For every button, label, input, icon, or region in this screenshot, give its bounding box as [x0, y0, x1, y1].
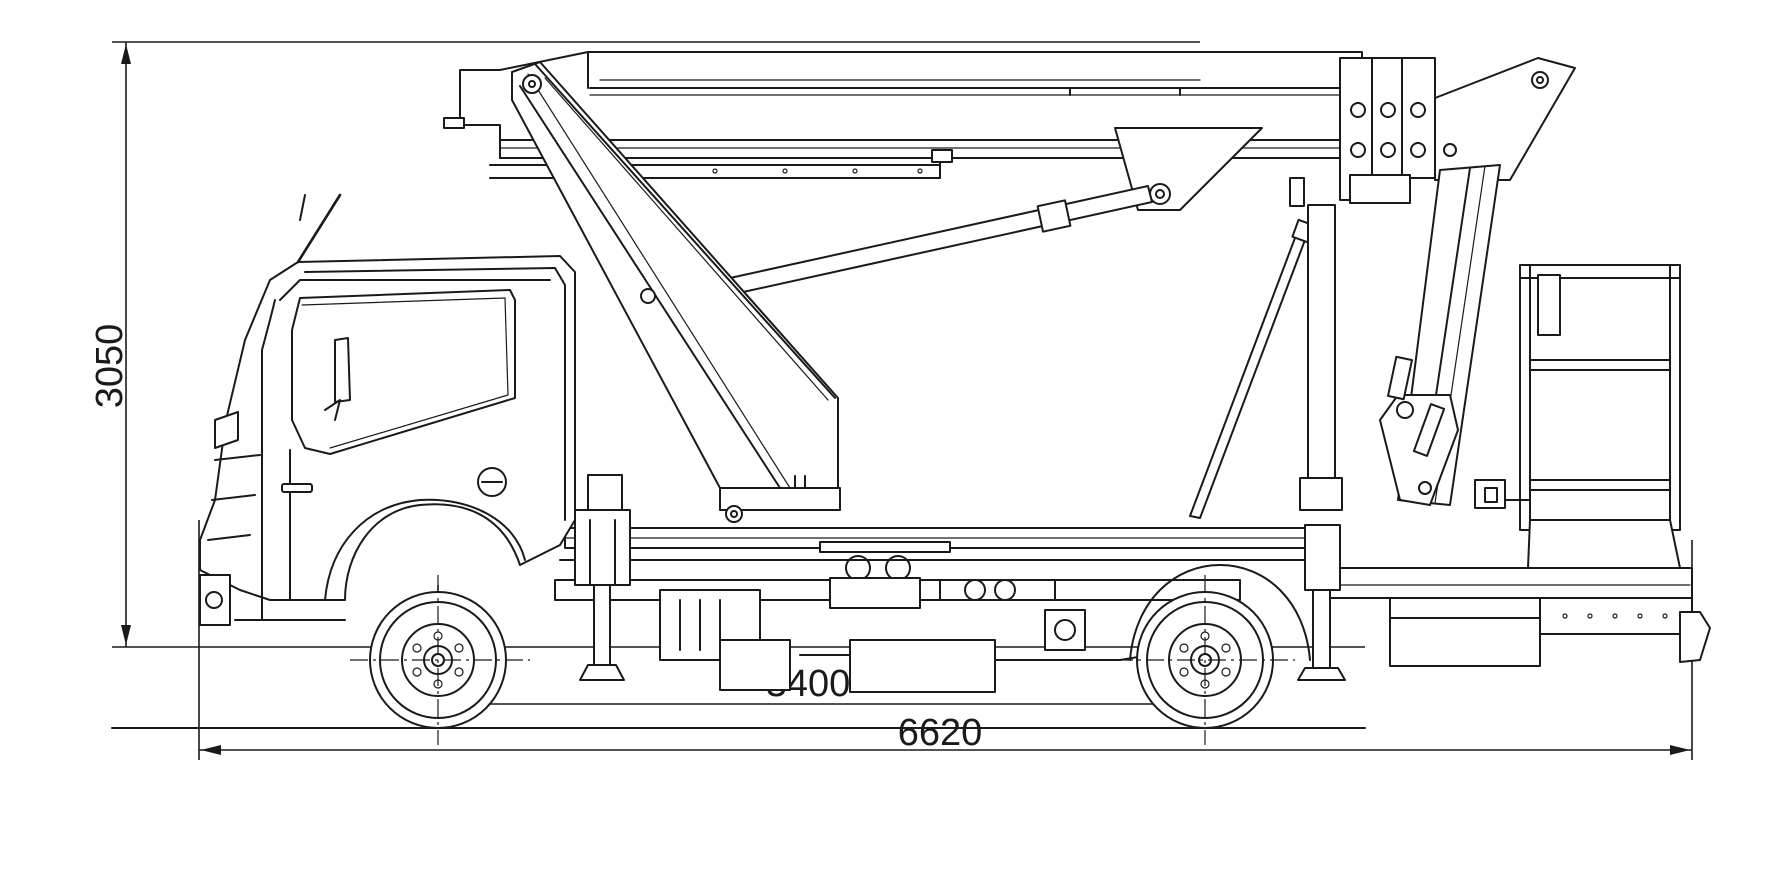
overall-length-dimension-label: 6620: [898, 712, 983, 754]
wheel-center-lines: [350, 575, 1295, 745]
basket-arm: [1379, 164, 1501, 506]
jib-arm: [1434, 57, 1576, 181]
work-basket: [1474, 264, 1681, 569]
rear-outrigger: [1297, 524, 1346, 681]
front-outrigger: [574, 474, 631, 681]
diagonal-lower-boom: [511, 61, 841, 523]
boom-head-knuckle: [1289, 57, 1436, 207]
wheelbase-dimension: 3400: [437, 585, 1206, 712]
rear-vertical-post: [1299, 204, 1343, 511]
height-dimension-label: 3050: [89, 324, 131, 409]
truck-cab: [199, 193, 576, 626]
support-strut: [1189, 218, 1315, 519]
chassis-frame: [554, 527, 1711, 693]
boom-lift-cylinder: [729, 185, 1153, 295]
boom-lift-triangle-bracket: [1114, 127, 1263, 211]
